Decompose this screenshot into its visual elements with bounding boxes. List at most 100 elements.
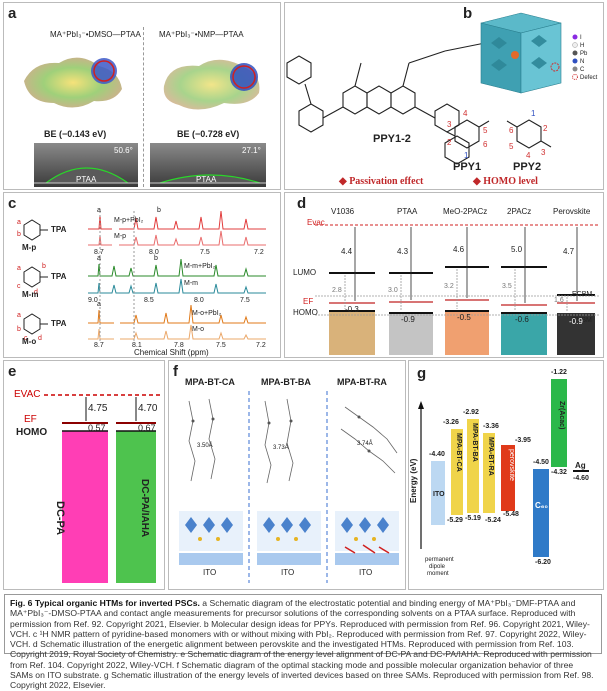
evac-d: Evac: [307, 218, 325, 227]
tick-p3: 7.2: [254, 249, 264, 256]
panel-c: c TPA TPA TPA a b a b c d a b c d M-p M-…: [3, 192, 281, 358]
gap-e2: 4.70: [138, 403, 158, 414]
sub-m: TPA: [51, 272, 67, 281]
homo-e: HOMO: [16, 427, 48, 438]
col-3: 2PACz: [507, 207, 532, 216]
homo-d: HOMO: [293, 308, 318, 317]
f-ito-2: ITO: [359, 568, 373, 577]
f-ito-1: ITO: [281, 568, 295, 577]
g-sam-homo-0: -5.29: [447, 517, 463, 524]
sec-2: 3.2: [444, 283, 454, 290]
tick-p1: 8.0: [149, 249, 159, 256]
evbm-d: EVBM: [572, 317, 592, 324]
tick-o3: 7.5: [216, 342, 226, 349]
off-3: -0.6: [515, 315, 529, 324]
tick-m0: 9.0: [88, 297, 98, 304]
stacking-models: [179, 391, 399, 583]
ppy-structures: n I H Pb N C Defect 4: [286, 12, 598, 165]
gap-2: 4.6: [453, 245, 465, 254]
ppy2-num-4: 3: [541, 148, 546, 157]
legend-1: H: [580, 43, 584, 49]
trace-p2: M-p: [114, 233, 127, 240]
right-substrate: PTAA: [196, 175, 217, 184]
sec-1: 3.0: [388, 287, 398, 294]
panel-label-g: g: [417, 365, 427, 382]
tick-o2: 7.8: [174, 342, 184, 349]
panel-label-f: f: [173, 363, 178, 380]
ring-p-a: a: [17, 219, 21, 226]
ppy1-num-3: 2: [447, 138, 452, 147]
mol-o: M-o: [22, 337, 37, 346]
ppy1-num-2: 5: [483, 126, 488, 135]
legend-5: Defect: [580, 75, 598, 81]
effect-homo: ◆ HOMO level: [473, 176, 538, 187]
effect-passivation-text: Passivation effect: [349, 176, 424, 187]
g-sam-0: MPA-BT-CA: [455, 433, 462, 472]
ppy2-num-1: 6: [509, 126, 514, 135]
legend-4: C: [580, 67, 585, 73]
mol-m: M-m: [22, 290, 39, 299]
g-zr-lumo: -1.22: [551, 369, 567, 376]
ppy2-num-0: 1: [531, 109, 536, 118]
gap-0: 4.4: [341, 247, 353, 256]
panel-e: e EVAC EF HOMO 4.75 4.70 0.57 0.67 DC-PA…: [3, 360, 165, 590]
tick-p0: 8.7: [94, 249, 104, 256]
energy-diagram-e: [44, 394, 160, 583]
sec-4: 1.6: [554, 297, 564, 304]
tick-o0: 8.7: [94, 342, 104, 349]
off-4: -0.9: [569, 317, 583, 326]
g-dipole-2: moment: [427, 571, 449, 577]
g-ito-level: -4.40: [429, 451, 445, 458]
ppy1-num-5: 1: [464, 151, 469, 160]
energy-diagram-d: [315, 224, 600, 355]
peak-o-a: a: [97, 301, 101, 308]
panel-d: d Evac LUMO E: [284, 192, 604, 358]
right-title: MA⁺PbI₃⁻•NMP—PTAA: [159, 30, 244, 39]
g-sam-lumo-1: -2.92: [463, 409, 479, 416]
ppy2-num-2: 2: [543, 124, 548, 133]
g-dipole-0: permanent: [425, 557, 454, 563]
esp-maps: [24, 57, 260, 110]
effect-passivation: ◆ Passivation effect: [339, 176, 424, 187]
ef-e: EF: [24, 414, 37, 425]
effect-homo-text: HOMO level: [483, 176, 538, 187]
left-angle: 50.6°: [114, 146, 133, 155]
col-4: Perovskite: [553, 207, 591, 216]
caption-body: a Schematic diagram of the electrostatic…: [10, 598, 594, 691]
off-e1: 0.57: [88, 423, 106, 433]
panel-a: a MA⁺PbI₃⁻•DMSO—PTAA MA⁺PbI₃⁻•NMP—PTAA B…: [3, 2, 281, 190]
g-sam-lumo-2: -3.36: [483, 423, 499, 430]
caption-title: Fig. 6 Typical organic HTMs for inverted…: [10, 598, 200, 608]
col-2: MeO-2PACz: [443, 207, 488, 216]
panel-label-a: a: [8, 5, 17, 22]
peak-m-a: a: [97, 255, 101, 262]
f-dist-2: 3.74Å: [357, 441, 373, 447]
sub-o: TPA: [51, 319, 67, 328]
off-e2: 0.67: [138, 423, 156, 433]
tick-m3: 7.5: [240, 297, 250, 304]
trace-p1: M-p+PbI₂: [114, 217, 144, 224]
left-be: BE (−0.143 eV): [44, 129, 107, 139]
ring-o-c: c: [24, 335, 28, 342]
col-0: V1036: [331, 207, 355, 216]
off-1: -0.9: [401, 315, 415, 324]
g-ylabel: Energy (eV): [409, 458, 418, 503]
gap-3: 5.0: [511, 245, 523, 254]
ring-m-b: b: [42, 263, 46, 270]
panel-label-c: c: [8, 195, 17, 212]
polymer-name: PPY1-2: [373, 133, 411, 145]
panel-b: b n: [284, 2, 604, 190]
droplets: [34, 167, 266, 184]
g-sam-lumo-0: -3.26: [443, 419, 459, 426]
ppy1-num-1: 3: [447, 120, 452, 129]
panel-f: f MPA-BT-CA MPA-BT-BA MPA-BT-RA: [168, 360, 406, 590]
f-ito-0: ITO: [203, 568, 217, 577]
trace-o2: M-o: [192, 326, 205, 333]
ring-m-c: c: [17, 283, 21, 290]
col-1: PTAA: [397, 207, 418, 216]
ppy1-num-4: 6: [483, 140, 488, 149]
f-dist-0: 3.50Å: [197, 443, 213, 449]
ring-m-d: d: [34, 289, 38, 296]
g-sam-1: MPA-BT-BA: [471, 423, 478, 462]
g-c60: C₆₀: [535, 501, 549, 510]
